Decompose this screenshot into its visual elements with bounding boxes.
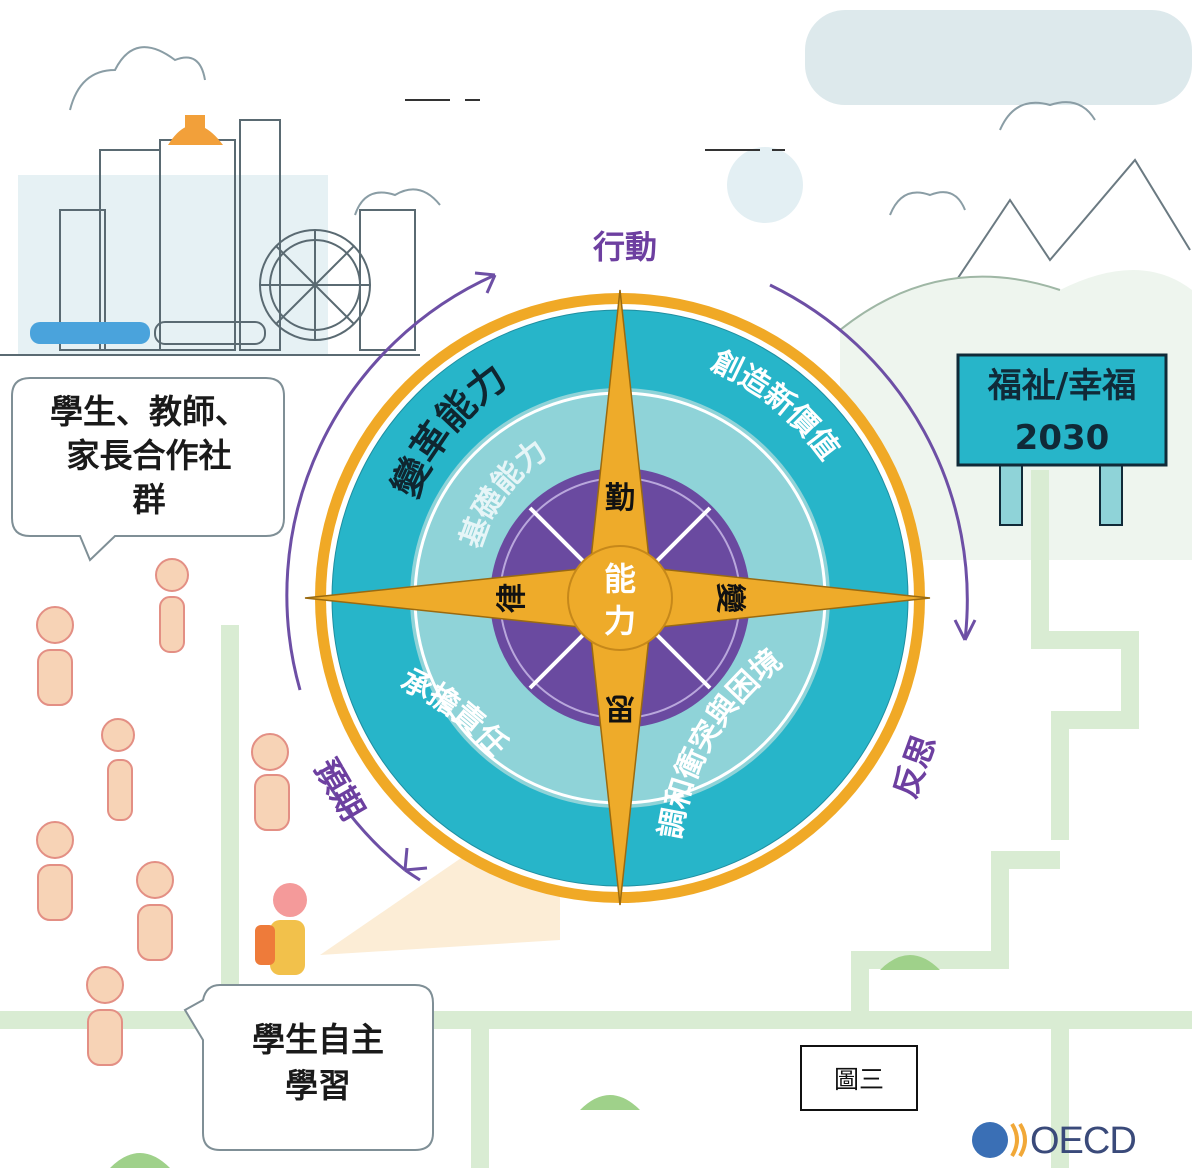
- cycle-anticipation-label: 預期: [307, 752, 372, 826]
- compass: [304, 289, 931, 906]
- wellbeing-sign-line2: 2030: [1014, 418, 1110, 458]
- community-speech-bubble: 學生、教師、 家長合作社 群: [14, 378, 284, 538]
- community-bubble-line2: 家長合作社: [66, 436, 232, 475]
- community-bubble-line1: 學生、教師、: [50, 392, 248, 431]
- figure-caption: 圖三: [800, 1045, 918, 1111]
- cycle-action-label: 行動: [593, 228, 657, 266]
- compass-point-south: 思: [605, 690, 635, 725]
- compass-center-top: 能: [604, 560, 636, 598]
- wellbeing-sign: 福祉/幸福 2030: [962, 360, 1162, 464]
- community-bubble-line3: 群: [132, 480, 166, 519]
- oecd-logo: OECD: [1030, 1120, 1137, 1162]
- self-learning-speech-bubble: 學生自主 學習: [203, 985, 433, 1145]
- compass-point-west: 律: [495, 583, 530, 613]
- compass-point-north: 勤: [605, 481, 635, 516]
- self-bubble-line1: 學生自主: [252, 1020, 384, 1059]
- wellbeing-sign-line1: 福祉/幸福: [987, 366, 1137, 406]
- cycle-arrows: [285, 271, 977, 882]
- cycle-reflection-label: 反思: [886, 730, 944, 803]
- compass-point-east: 變: [712, 583, 747, 613]
- compass-center-bottom: 力: [604, 602, 636, 640]
- self-bubble-line2: 學習: [285, 1066, 351, 1105]
- background-scenery: [0, 10, 1192, 1168]
